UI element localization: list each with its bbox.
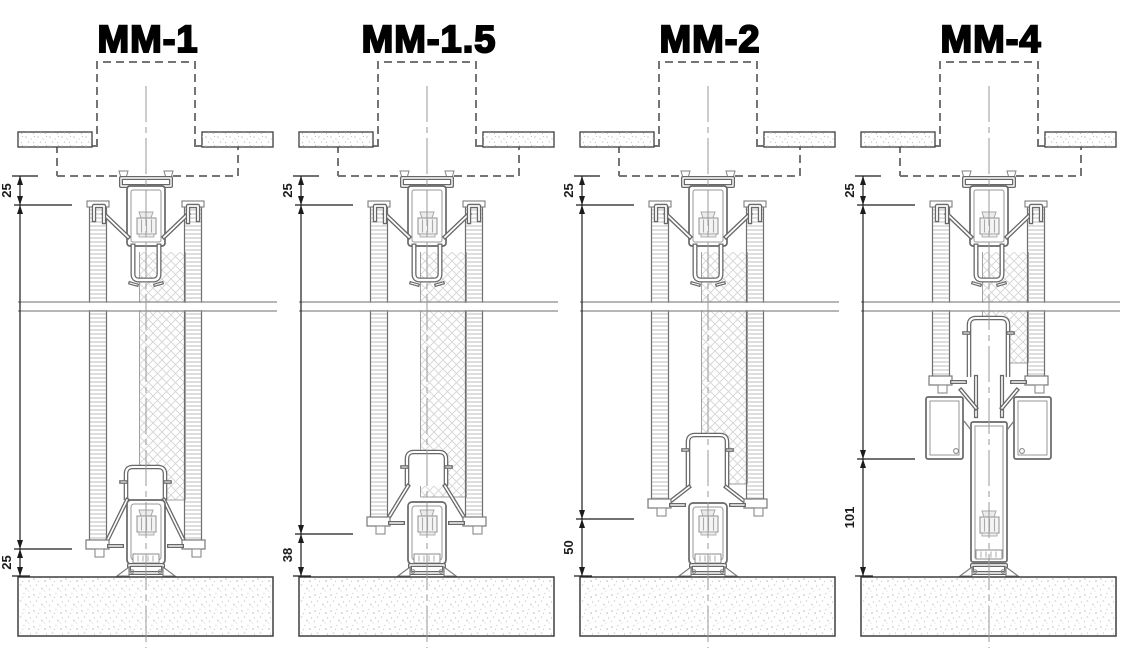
- dim-label-bottom: 38: [281, 548, 295, 562]
- title-text: MM-1: [97, 19, 198, 61]
- dimension-chain: 25 38: [281, 175, 353, 577]
- title-text: MM-4: [940, 19, 1041, 61]
- top-track-assembly: [653, 170, 763, 288]
- dimension-chain: 25 50: [562, 175, 634, 577]
- dim-label-top: 25: [281, 183, 295, 197]
- face-panels: [929, 200, 1048, 376]
- face-panels: [367, 200, 486, 517]
- dim-label-top: 25: [0, 183, 14, 197]
- panel-title: MM-2: [658, 18, 760, 62]
- dim-label-top: 25: [562, 183, 576, 197]
- title-text: MM-1.5: [362, 19, 497, 61]
- bottom-assembly: [647, 432, 768, 577]
- ceiling-pocket-dashed: [337, 61, 520, 177]
- panel-title: MM-4: [939, 18, 1041, 62]
- ceiling-boards: [860, 131, 1117, 148]
- dim-label-bottom: 25: [0, 555, 14, 569]
- detail-mm-1: 25 25 MM-1: [0, 18, 278, 648]
- detail-mm-1-5: 25 38 MM-1.5: [281, 18, 559, 648]
- dimension-chain: 25 101: [843, 175, 915, 577]
- section-break: [861, 301, 1121, 312]
- ceiling-pocket-dashed: [899, 61, 1082, 177]
- dim-label-top: 25: [843, 183, 857, 197]
- section-break: [299, 301, 559, 312]
- ceiling-boards: [298, 131, 555, 148]
- ceiling-boards: [17, 131, 274, 148]
- dimension-chain: 25 25: [0, 175, 72, 577]
- section-break: [18, 301, 278, 312]
- panel-title: MM-1.5: [361, 18, 497, 62]
- detail-mm-4: 25 101 MM-4: [843, 18, 1121, 648]
- title-text: MM-2: [659, 19, 760, 61]
- panel-title: MM-1: [96, 18, 198, 62]
- dim-label-bottom: 101: [843, 507, 857, 529]
- ceiling-pocket-dashed: [618, 61, 801, 177]
- detail-mm-2: 25 50 MM-2: [562, 18, 840, 648]
- section-break: [580, 301, 840, 312]
- ceiling-pocket-dashed: [56, 61, 239, 177]
- ceiling-boards: [579, 131, 836, 148]
- dim-label-bottom: 50: [562, 540, 576, 554]
